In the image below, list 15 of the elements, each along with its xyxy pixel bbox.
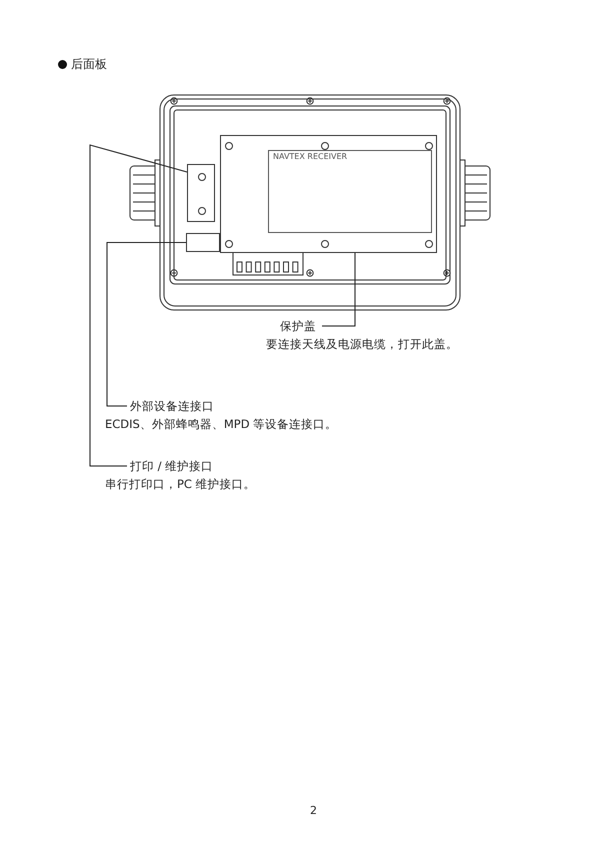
leader-line [322,252,356,326]
page-number: 2 [310,804,317,817]
section-title: 后面板 [71,56,107,73]
callout-description: 要连接天线及电源电缆，打开此盖。 [266,336,458,353]
callout-description: 串行打印口，PC 维护接口。 [105,476,256,493]
port-cover [186,233,220,252]
nameplate-title: NAVTEX RECEIVER [273,152,348,161]
port-plate [187,164,215,222]
callout-title: 外部设备连接口 [129,398,214,415]
leader-line [106,242,186,406]
callout-description: ECDIS、外部蜂鸣器、MPD 等设备连接口。 [105,416,338,433]
leader-line [90,144,188,466]
protective-cover [220,135,437,253]
callout-title: 保护盖 [279,318,316,335]
callout-title: 打印 / 维护接口 [129,458,214,475]
